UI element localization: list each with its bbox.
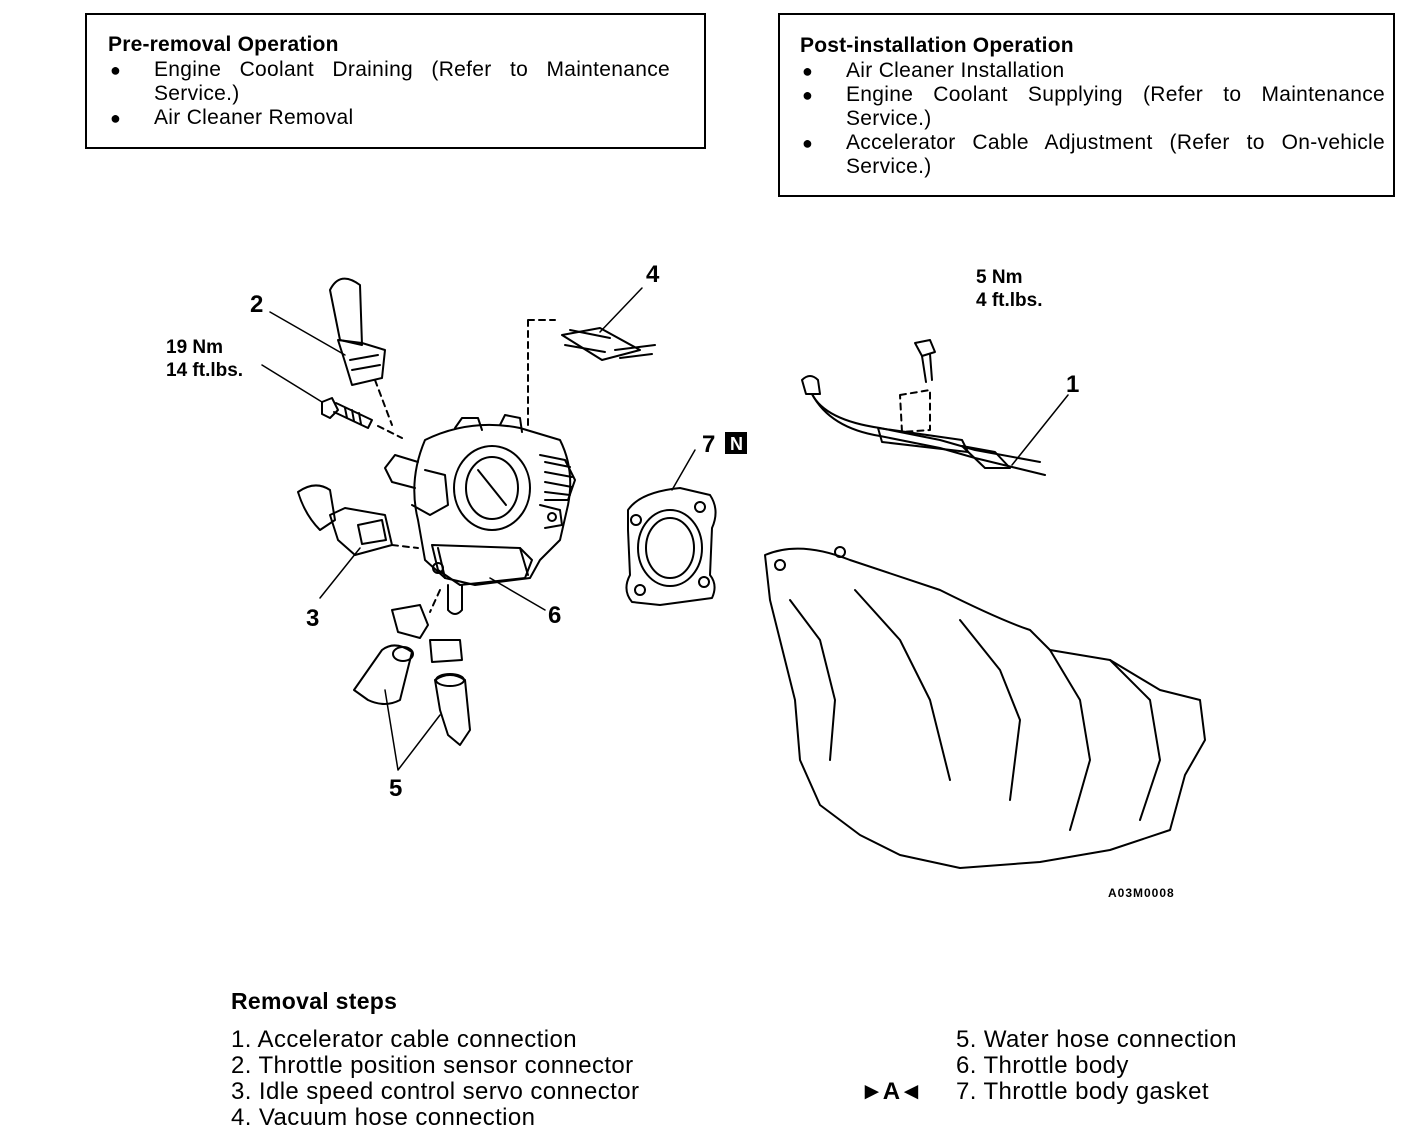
bullet-icon: ● [110, 60, 122, 80]
intake-manifold [764, 546, 1206, 869]
callout-7: 7 [702, 431, 715, 458]
torque-cable-ftlbs: 4 ft.lbs. [976, 290, 1043, 311]
removal-step: 6. Throttle body [956, 1052, 1129, 1079]
pre-removal-title: Pre-removal Operation [108, 33, 339, 56]
removal-step: 2. Throttle position sensor connector [231, 1052, 634, 1079]
bullet-icon: ● [802, 85, 814, 105]
bullet-icon: ● [110, 108, 122, 128]
torque-bolt-ftlbs: 14 ft.lbs. [166, 360, 243, 381]
removal-steps-left: 1. Accelerator cable connection 2. Throt… [231, 1027, 639, 1131]
torque-bolt-nm: 19 Nm [166, 337, 223, 358]
removal-step: 3. Idle speed control servo connector [231, 1078, 640, 1105]
post-installation-list: ●Air Cleaner Installation ●Engine Coolan… [800, 59, 1393, 179]
vacuum-hoses [527, 319, 656, 431]
removal-step: 5. Water hose connection [956, 1026, 1237, 1053]
post-installation-item: ●Air Cleaner Installation [802, 59, 1065, 82]
callout-4: 4 [646, 261, 660, 288]
accelerator-cable [801, 339, 1046, 476]
tps-connector [329, 277, 393, 426]
pre-removal-list: ●Engine Coolant Draining (Refer to Maint… [108, 58, 704, 130]
callout-6: 6 [548, 602, 561, 629]
removal-steps-right: 5. Water hose connection 6. Throttle bod… [956, 1027, 1237, 1105]
throttle-body-gasket [625, 487, 717, 606]
post-installation-item: ●Engine Coolant Supplying (Refer to Main… [802, 83, 1385, 130]
figure-id: A03M0008 [1108, 886, 1175, 900]
isc-servo-connector [297, 484, 419, 556]
post-installation-item: ●Accelerator Cable Adjustment (Refer to … [802, 131, 1385, 178]
post-installation-box: Post-installation Operation ●Air Cleaner… [778, 13, 1395, 197]
torque-cable-nm: 5 Nm [976, 267, 1022, 288]
leader-lines [261, 287, 1069, 771]
service-point-a-mark: ►A◄ [860, 1078, 923, 1105]
bullet-icon: ● [802, 133, 814, 153]
removal-step: 4. Vacuum hose connection [231, 1104, 536, 1131]
exploded-view-diagram: 2 4 1 7 N 3 6 5 19 Nm 14 ft.lbs. 5 Nm 4 … [166, 261, 1206, 900]
removal-step: 7. Throttle body gasket [956, 1078, 1209, 1105]
water-hoses [353, 589, 471, 746]
bullet-icon: ● [802, 61, 814, 81]
callout-3: 3 [306, 605, 319, 632]
callout-1: 1 [1066, 371, 1079, 398]
pre-removal-item: ●Air Cleaner Removal [110, 106, 354, 129]
mounting-bolt [321, 397, 403, 439]
callout-5: 5 [389, 775, 402, 802]
pre-removal-item: ●Engine Coolant Draining (Refer to Maint… [110, 58, 670, 105]
throttle-body [384, 414, 576, 615]
callout-2: 2 [250, 291, 263, 318]
new-part-badge [725, 432, 747, 454]
removal-step: 1. Accelerator cable connection [231, 1026, 577, 1053]
new-part-mark: N [730, 434, 743, 454]
pre-removal-box: Pre-removal Operation ●Engine Coolant Dr… [85, 13, 706, 149]
post-installation-title: Post-installation Operation [800, 34, 1074, 57]
removal-steps-title: Removal steps [231, 988, 398, 1014]
